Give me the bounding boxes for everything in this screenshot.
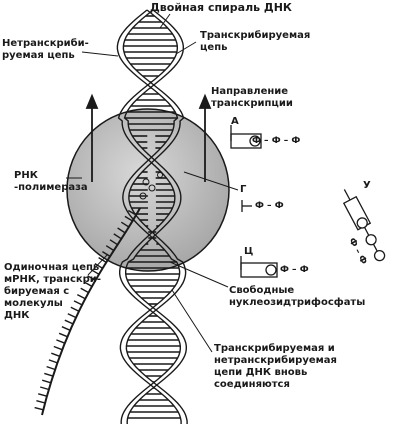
incoming-nucleotides (139, 172, 163, 200)
mrna-base (44, 372, 54, 377)
mrna-base (109, 239, 118, 246)
mrna-base (102, 251, 111, 257)
mrna-base (73, 300, 83, 306)
mrna-base (83, 281, 93, 288)
mrna-base (58, 332, 68, 338)
mrna-base (113, 233, 122, 240)
nucleotide-u (342, 189, 386, 262)
nucleotide-a-phosphates: Ф – Ф – Ф (252, 136, 301, 146)
nucleotide-a (230, 125, 262, 149)
mrna-base (87, 275, 96, 281)
mrna-base (38, 393, 48, 397)
mrna-base (94, 263, 103, 269)
mrna-base (41, 379, 52, 384)
mrna-base (67, 313, 77, 319)
mrna-base (76, 293, 86, 300)
leader-free-nucleotides (169, 261, 229, 288)
mrna-base (36, 400, 46, 404)
nucleotide-g-base: Г (240, 184, 247, 195)
mrna-base (80, 287, 89, 294)
mrna-base (120, 221, 130, 228)
nucleotide-c-base: Ц (244, 246, 254, 257)
leader-mrna (87, 253, 109, 276)
label-mrna-strand: Одиночная цепь мРНК, транскри- бируемая … (4, 262, 101, 321)
mrna-base (127, 209, 137, 216)
mrna-base (64, 319, 74, 325)
mrna-base (46, 365, 56, 371)
rna-polymerase-sphere (66, 108, 230, 272)
mrna-base (117, 227, 126, 234)
dna-strands (116, 9, 188, 424)
mrna-base (51, 352, 60, 357)
nucleotide-g-phosphates: Ф – Ф (255, 201, 284, 211)
strand-nontemplate-edge (116, 9, 182, 424)
mrna-base (53, 345, 63, 351)
nucleotide-g (241, 200, 252, 212)
transcription-direction-arrows (85, 93, 212, 182)
leader-template (175, 41, 197, 55)
mrna-base (48, 359, 58, 364)
label-free-nucleotides: Свободные нуклеозидтрифосфаты (229, 285, 366, 308)
mrna-base (61, 326, 71, 331)
leader-g-nucleotide (183, 171, 239, 191)
leader-rejoin (171, 289, 213, 353)
label-nontemplate-strand: Нетранскриби- руемая цепь (2, 38, 89, 61)
strand-template-edge (117, 9, 181, 424)
mrna-base (70, 306, 80, 312)
mrna-base (105, 245, 115, 252)
direction-arrow-right-head (198, 93, 212, 109)
label-transcription-direction: Направление транскрипции (211, 86, 293, 109)
nucleotide-a-base: А (231, 116, 239, 127)
nucleotide-u-base: У (363, 180, 371, 191)
strand-nontemplate-edge (122, 9, 188, 424)
direction-arrow-left-head (85, 93, 99, 109)
mrna-base (34, 406, 44, 411)
nucleotide-c (240, 256, 278, 278)
leader-lines (66, 13, 239, 353)
nucleotide-c-phosphates: Ф – Ф (280, 265, 309, 275)
diagram-title: Двойная спираль ДНК (150, 1, 292, 14)
mrna-base (124, 215, 133, 222)
label-strands-rejoin: Транскрибируемая и нетранскрибируемая це… (214, 343, 337, 390)
label-rna-polymerase: РНК -полимераза (14, 170, 88, 193)
leader-nontemplate (81, 51, 119, 57)
base-pair-rungs (123, 15, 181, 419)
mrna-base (56, 339, 66, 344)
leader-title (159, 13, 171, 29)
mrna-base (40, 386, 49, 391)
strand-template-edge (123, 9, 187, 424)
label-template-strand: Транскрибируемая цепь (200, 30, 311, 53)
mrna-strand (34, 207, 141, 416)
